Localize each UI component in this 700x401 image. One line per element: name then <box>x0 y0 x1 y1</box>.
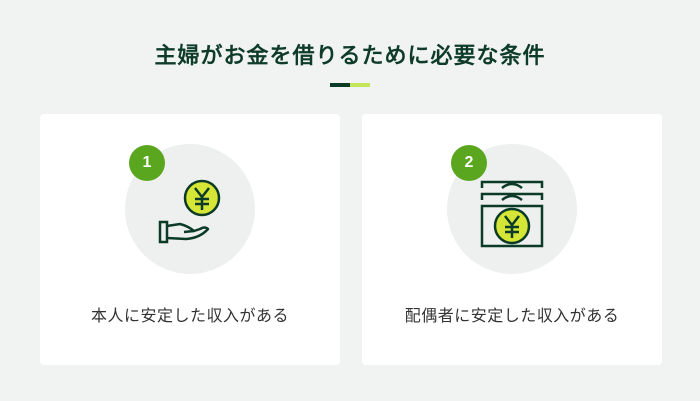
condition-label: 本人に安定した収入がある <box>90 306 289 325</box>
yen-bills-icon <box>480 180 544 248</box>
condition-label: 配偶者に安定した収入がある <box>404 306 620 325</box>
hand-with-yen-coin-icon <box>158 179 221 244</box>
underline-dark-segment <box>330 83 350 87</box>
number-badge: 1 <box>129 145 165 181</box>
condition-card-2: 2 配偶者に安定した収入がある <box>362 114 662 365</box>
title-underline <box>330 83 370 87</box>
page-title: 主婦がお金を借りるために必要な条件 <box>154 44 546 69</box>
number-badge: 2 <box>451 145 487 181</box>
underline-light-segment <box>350 83 370 87</box>
condition-card-1: 1 本人に安定した収入がある <box>40 114 340 365</box>
